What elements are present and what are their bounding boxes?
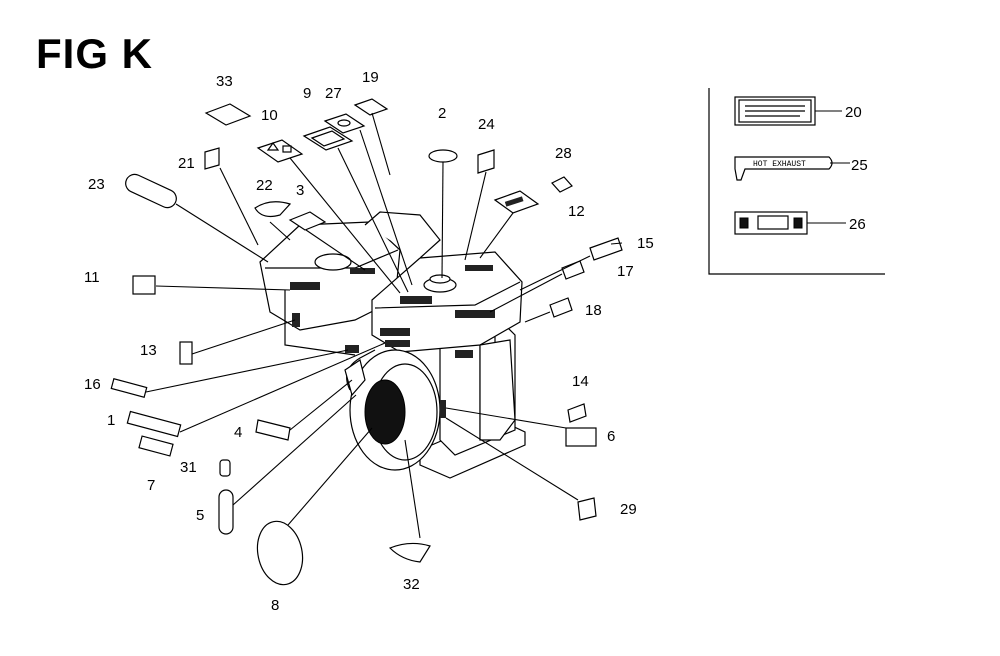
callout-26: 26 — [849, 216, 866, 233]
engine-illustration — [259, 211, 526, 479]
callout-18: 18 — [585, 302, 602, 319]
callout-31: 31 — [180, 459, 197, 476]
decal-22 — [254, 201, 292, 218]
decal-20 — [734, 96, 842, 126]
decal-33 — [204, 103, 252, 126]
decal-31 — [219, 459, 231, 477]
callout-24: 24 — [478, 116, 495, 133]
callout-19: 19 — [362, 69, 379, 86]
callout-12: 12 — [568, 203, 585, 220]
decal-9 — [302, 126, 354, 151]
decal-16 — [110, 378, 148, 398]
decal-14 — [567, 403, 587, 423]
decal-32 — [388, 542, 431, 563]
decal-21 — [204, 147, 220, 170]
callout-4: 4 — [234, 424, 242, 441]
decal-13 — [179, 341, 193, 365]
decal-3 — [288, 211, 327, 231]
callout-8: 8 — [271, 597, 279, 614]
leader-lines — [145, 112, 623, 539]
callout-33: 33 — [216, 73, 233, 90]
callout-2: 2 — [438, 105, 446, 122]
callout-10: 10 — [261, 107, 278, 124]
callout-3: 3 — [296, 182, 304, 199]
decal-12 — [493, 190, 540, 214]
decal-24 — [477, 149, 495, 174]
callout-13: 13 — [140, 342, 157, 359]
decal-5 — [218, 489, 234, 535]
callout-27: 27 — [325, 85, 342, 102]
decal-29 — [577, 497, 597, 521]
decal-19 — [353, 98, 389, 116]
decal-28 — [551, 176, 573, 193]
callout-25: 25 — [851, 157, 868, 174]
callout-29: 29 — [620, 501, 637, 518]
callout-11: 11 — [84, 269, 100, 286]
callout-15: 15 — [637, 235, 654, 252]
decal-27 — [323, 113, 366, 134]
callout-16: 16 — [84, 376, 101, 393]
decal-4 — [255, 419, 291, 441]
decal-18 — [549, 297, 573, 318]
callout-labels: 1 2 3 4 5 6 7 8 9 10 11 12 13 14 15 16 1… — [84, 69, 868, 614]
decal-11 — [132, 275, 156, 295]
decal-7 — [138, 435, 174, 457]
callout-28: 28 — [555, 145, 572, 162]
decal-25: HOT EXHAUST — [734, 156, 850, 181]
callout-1: 1 — [107, 412, 115, 429]
callout-21: 21 — [178, 155, 195, 172]
callout-5: 5 — [196, 507, 204, 524]
decal-25-text: HOT EXHAUST — [753, 160, 806, 169]
decal-2 — [428, 149, 458, 163]
callout-20: 20 — [845, 104, 862, 121]
decal-26 — [734, 211, 846, 235]
callout-7: 7 — [147, 477, 155, 494]
decal-23 — [125, 173, 177, 209]
decal-8 — [256, 520, 304, 586]
callout-32: 32 — [403, 576, 420, 593]
callout-9: 9 — [303, 85, 311, 102]
figure-title: FIG K — [36, 30, 153, 77]
decal-inset-box: HOT EXHAUST — [708, 88, 885, 275]
decal-6 — [565, 427, 597, 447]
callout-14: 14 — [572, 373, 589, 390]
callout-17: 17 — [617, 263, 634, 280]
decal-1 — [126, 410, 182, 438]
callout-23: 23 — [88, 176, 105, 193]
callout-6: 6 — [607, 428, 615, 445]
decal-10 — [256, 139, 304, 163]
decal-15 — [589, 237, 623, 261]
floating-decals — [110, 98, 623, 586]
callout-22: 22 — [256, 177, 273, 194]
